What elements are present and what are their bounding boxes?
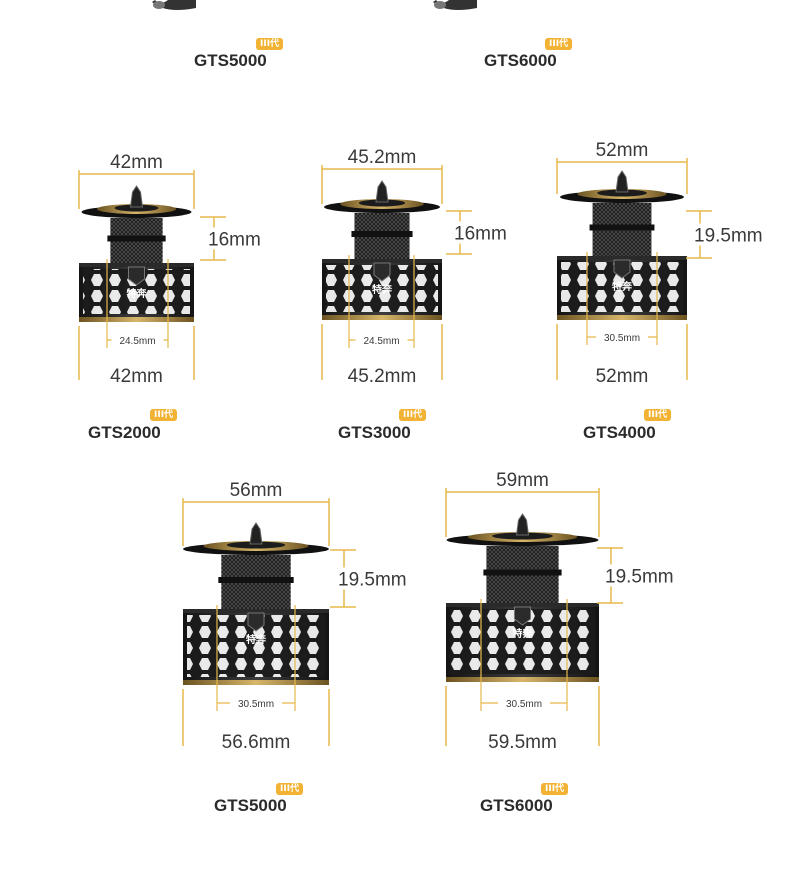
brand-mark: 特奔 <box>612 280 633 293</box>
inner-width-label: 24.5mm <box>363 336 399 347</box>
shield-logo-icon <box>247 612 265 632</box>
shield-logo-icon <box>373 262 391 282</box>
model-label-top-left: GTS5000 <box>194 51 267 70</box>
gold-rim <box>79 317 194 322</box>
top-width-label: 56mm <box>230 480 283 501</box>
top-reel-icon-right <box>433 0 477 10</box>
spool-1: 特奔 <box>79 185 194 322</box>
spool-2: 特奔 <box>322 180 442 320</box>
bottom-width-label: 45.2mm <box>348 366 417 387</box>
height-label: 19.5mm <box>694 226 763 247</box>
bottom-width-label: 52mm <box>596 366 649 387</box>
flange-center <box>226 541 286 549</box>
brand-mark: 特奔 <box>372 283 393 296</box>
spool-5: 特奔 <box>446 513 599 682</box>
shield-logo-icon <box>514 606 531 626</box>
shield-logo-icon <box>613 259 631 279</box>
inner-width-label: 30.5mm <box>506 699 542 710</box>
model-label-gts2000: GTS2000 <box>88 423 161 442</box>
model-label-gts6000: GTS6000 <box>480 796 553 815</box>
spool-4: 特奔 <box>183 522 329 685</box>
flange-center <box>358 199 406 207</box>
version-badge: III代 <box>541 783 569 795</box>
hub-ring <box>483 569 562 576</box>
spool-knob-icon <box>249 522 263 545</box>
bottom-width-label: 56.6mm <box>222 732 291 753</box>
top-reel-icon-left <box>152 0 196 10</box>
hub-ring <box>589 224 655 231</box>
spool-knob-icon <box>129 185 144 208</box>
model-label-gts5000: GTS5000 <box>214 796 287 815</box>
version-badge: III代 <box>644 409 672 421</box>
top-width-label: 59mm <box>496 470 549 491</box>
brand-mark: 特奔 <box>246 633 267 646</box>
hub-ring <box>351 231 413 237</box>
version-badge: III代 <box>545 38 573 50</box>
dimension-lines-3: 52mm 19.5mm 30.5mm 52mm <box>556 140 763 387</box>
version-badge: III代 <box>150 409 178 421</box>
inner-width-label: 30.5mm <box>604 333 640 344</box>
height-label: 19.5mm <box>338 570 407 591</box>
spool-knob-icon <box>375 180 389 203</box>
gold-rim <box>322 315 442 320</box>
top-width-label: 45.2mm <box>348 147 417 168</box>
flange-center <box>114 204 159 212</box>
version-badge: III代 <box>276 783 304 795</box>
version-badge: III代 <box>256 38 284 50</box>
model-label-gts3000: GTS3000 <box>338 423 411 442</box>
hub-ring <box>107 235 166 242</box>
shield-logo-icon <box>128 266 145 286</box>
skirt-top-rim <box>557 256 687 260</box>
spool-knob-icon <box>615 170 629 193</box>
gold-rim <box>446 677 599 682</box>
dimension-lines-2: 45.2mm 16mm 24.5mm 45.2mm <box>321 147 514 387</box>
spool-3: 特奔 <box>557 170 687 320</box>
flange-center <box>492 532 553 540</box>
bottom-width-label: 42mm <box>110 366 163 387</box>
top-width-label: 42mm <box>110 152 163 173</box>
height-label: 19.5mm <box>605 567 674 588</box>
dimension-lines-5: 59mm 19.5mm 30.5mm 59.5mm <box>445 470 674 753</box>
gold-rim <box>557 315 687 320</box>
inner-width-label: 24.5mm <box>119 336 155 347</box>
inner-width-label: 30.5mm <box>238 699 274 710</box>
model-label-gts4000: GTS4000 <box>583 423 656 442</box>
bottom-width-label: 59.5mm <box>488 732 557 753</box>
brand-mark: 特奔 <box>127 287 148 300</box>
hub-ring <box>218 577 294 583</box>
flange-center <box>597 189 647 197</box>
spool-knob-icon <box>515 513 530 536</box>
dimension-lines-1: 42mm 16mm 24.5mm 42mm <box>78 152 268 387</box>
version-badge: III代 <box>399 409 427 421</box>
skirt-top-rim <box>322 259 442 263</box>
brand-mark: 特奔 <box>513 627 534 640</box>
gold-rim <box>183 680 329 685</box>
height-label: 16mm <box>208 230 261 251</box>
top-width-label: 52mm <box>596 140 649 161</box>
model-label-top-right: GTS6000 <box>484 51 557 70</box>
skirt-top-rim <box>79 263 194 267</box>
skirt-top-rim <box>446 603 599 607</box>
skirt-top-rim <box>183 609 329 613</box>
height-label: 16mm <box>454 224 507 245</box>
dimension-lines-4: 56mm 19.5mm 30.5mm 56.6mm <box>182 480 407 753</box>
